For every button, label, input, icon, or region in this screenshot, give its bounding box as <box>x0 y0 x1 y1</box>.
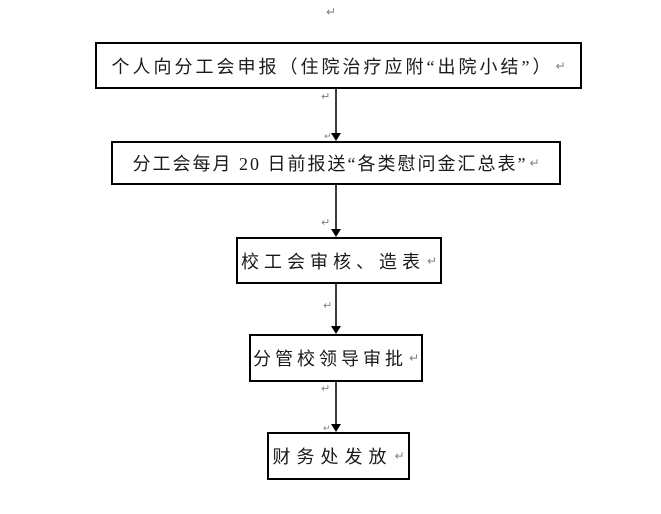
paragraph-mark-icon: ↵ <box>323 424 331 434</box>
connector-line-4 <box>335 382 337 424</box>
flow-node-finance-payment: 财务处发放↵ <box>267 432 410 480</box>
arrow-down-icon <box>331 133 341 141</box>
connector-line-1 <box>335 89 337 134</box>
flow-node-label: 分工会每月 20 日前报送“各类慰问金汇总表” <box>132 154 528 174</box>
flow-node-label: 分管校领导审批 <box>252 349 407 369</box>
paragraph-mark-icon: ↵ <box>321 216 331 229</box>
flow-node-label: 个人向分工会申报（住院治疗应附“出院小结”） <box>111 56 554 77</box>
paragraph-mark-icon: ↵ <box>394 449 405 463</box>
arrow-down-icon <box>331 424 341 432</box>
arrow-down-icon <box>331 326 341 334</box>
flow-node-label: 财务处发放 <box>272 447 393 467</box>
paragraph-mark-icon: ↵ <box>408 351 420 365</box>
paragraph-mark-icon: ↵ <box>323 299 333 312</box>
flow-node-subunion-report: 分工会每月 20 日前报送“各类慰问金汇总表”↵ <box>111 141 561 185</box>
flow-node-leader-approval: 分管校领导审批↵ <box>249 334 423 382</box>
connector-line-3 <box>335 284 337 326</box>
paragraph-mark-icon: ↵ <box>555 58 566 73</box>
paragraph-mark-icon: ↵ <box>321 382 331 395</box>
connector-line-2 <box>335 185 337 229</box>
paragraph-mark-icon: ↵ <box>529 156 540 170</box>
paragraph-mark-icon: ↵ <box>324 132 332 142</box>
flow-node-label: 校工会审核、造表 <box>240 251 425 272</box>
paragraph-mark-icon: ↵ <box>321 90 331 103</box>
arrow-down-icon <box>331 229 341 237</box>
paragraph-mark-icon: ↵ <box>426 253 438 268</box>
flow-node-individual-application: 个人向分工会申报（住院治疗应附“出院小结”）↵ <box>95 42 582 89</box>
flow-node-union-review: 校工会审核、造表↵ <box>236 237 442 284</box>
paragraph-mark-icon: ↵ <box>326 5 337 19</box>
